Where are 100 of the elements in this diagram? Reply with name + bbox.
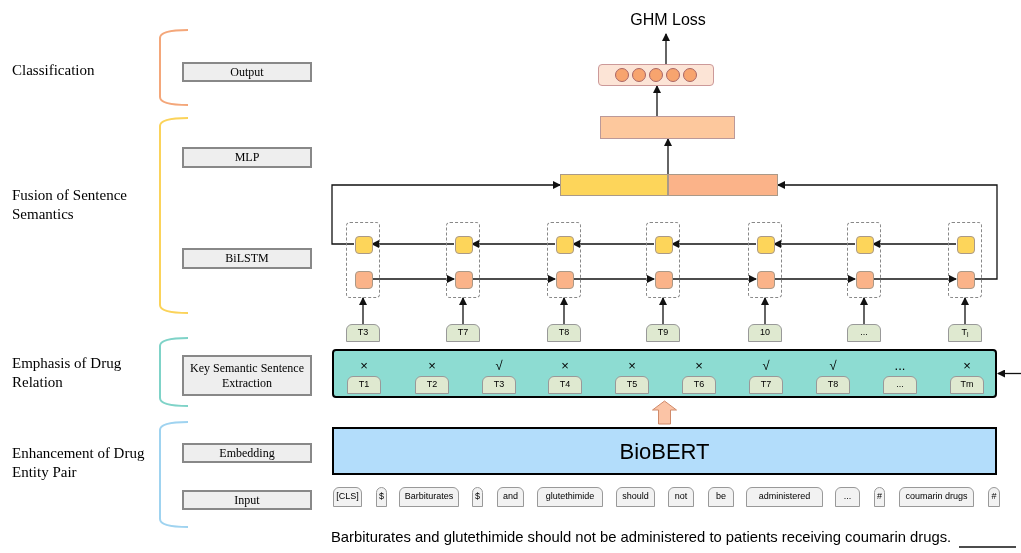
layer-name-box: MLP [182,147,312,168]
arrow [662,33,670,65]
sentence-token: T7 [749,376,783,394]
backward-lstm-cell [455,236,473,254]
forward-lstm-cell [455,271,473,289]
selected-sentence-token: T3 [346,324,380,342]
section-label: Enhancement of Drug Entity Pair [12,444,146,482]
sentence-token: T3 [482,376,516,394]
selection-mark: √ [494,358,504,374]
sentence-token: T6 [682,376,716,394]
input-token: be [708,487,734,507]
arrow [371,275,455,283]
backward-lstm-cell [355,236,373,254]
arrow [777,181,998,280]
selected-sentence-token: T$_{l}$ [948,324,982,342]
lstm-cell-group [646,222,680,298]
arrow [331,181,561,245]
forward-lstm-cell [355,271,373,289]
extraction-panel [332,349,997,398]
input-token: not [668,487,694,507]
forward-lstm-cell [856,271,874,289]
arrow [671,275,757,283]
lstm-cell-group [748,222,782,298]
lstm-cell-group [446,222,480,298]
block-arrow [652,400,677,425]
arrow [761,297,769,325]
arrow [572,275,655,283]
selected-sentence-token: T8 [547,324,581,342]
backward-state-bar [560,174,668,196]
selection-mark: × [694,358,704,374]
layer-name-box: Output [182,62,312,82]
layer-name-box: Input [182,490,312,510]
input-token: Barbiturates [399,487,459,507]
selected-sentence-token: T9 [646,324,680,342]
backward-lstm-cell [757,236,775,254]
layer-name-box: BiLSTM [182,248,312,269]
input-token: coumarin drugs [899,487,974,507]
example-sentence: Barbiturates and glutethimide should not be administered to patients receiving coumarin drugs. [331,526,959,548]
arrow [659,297,667,325]
arrow [997,369,1021,378]
arrow [872,275,957,283]
lstm-cell-group [547,222,581,298]
sentence-token: Tm [950,376,984,394]
selected-sentence-token: ... [847,324,881,342]
input-token: # [988,487,1000,507]
input-token: glutethimide [537,487,603,507]
backward-lstm-cell [957,236,975,254]
selected-sentence-token: 10 [748,324,782,342]
selection-mark: × [359,358,369,374]
sentence-token: T4 [548,376,582,394]
arrow [371,240,455,248]
section-label: Fusion of Sentence Semantics [12,186,128,224]
arrow [653,85,661,117]
input-token: ... [835,487,860,507]
selection-mark: × [427,358,437,374]
input-token: should [616,487,655,507]
lstm-cell-group [948,222,982,298]
forward-lstm-cell [957,271,975,289]
sentence-token: T2 [415,376,449,394]
input-token: [CLS] [333,487,362,507]
selection-mark: × [560,358,570,374]
arrow [773,275,856,283]
arrow [359,297,367,325]
arrow [664,138,672,175]
forward-state-bar [668,174,778,196]
input-token: administered [746,487,823,507]
forward-lstm-cell [757,271,775,289]
sentence-token: T8 [816,376,850,394]
sentence-token: T1 [347,376,381,394]
sentence-token: ... [883,376,917,394]
selected-sentence-token: T7 [446,324,480,342]
selection-mark: × [962,358,972,374]
input-token: $ [376,487,387,507]
layer-name-box: Key Semantic Sentence Extraction [182,355,312,396]
lstm-cell-group [847,222,881,298]
arrow [860,297,868,325]
backward-lstm-cell [856,236,874,254]
selection-mark: √ [828,358,838,374]
lstm-cell-group [346,222,380,298]
mlp-layer [600,116,735,139]
input-token: # [874,487,885,507]
arrow [459,297,467,325]
sentence-token: T5 [615,376,649,394]
layer-name-box: Embedding [182,443,312,463]
arrow [671,240,757,248]
forward-lstm-cell [556,271,574,289]
section-label: Classification [12,61,96,80]
arrow [471,240,556,248]
encoder-box: BioBERT [332,427,997,475]
backward-lstm-cell [655,236,673,254]
selection-mark: × [627,358,637,374]
output-layer [598,64,714,86]
forward-lstm-cell [655,271,673,289]
input-token: and [497,487,524,507]
arrow [961,297,969,325]
input-token: $ [472,487,483,507]
arrow [872,240,957,248]
arrow [471,275,556,283]
arrow [560,297,568,325]
section-label: Emphasis of Drug Relation [12,354,123,392]
